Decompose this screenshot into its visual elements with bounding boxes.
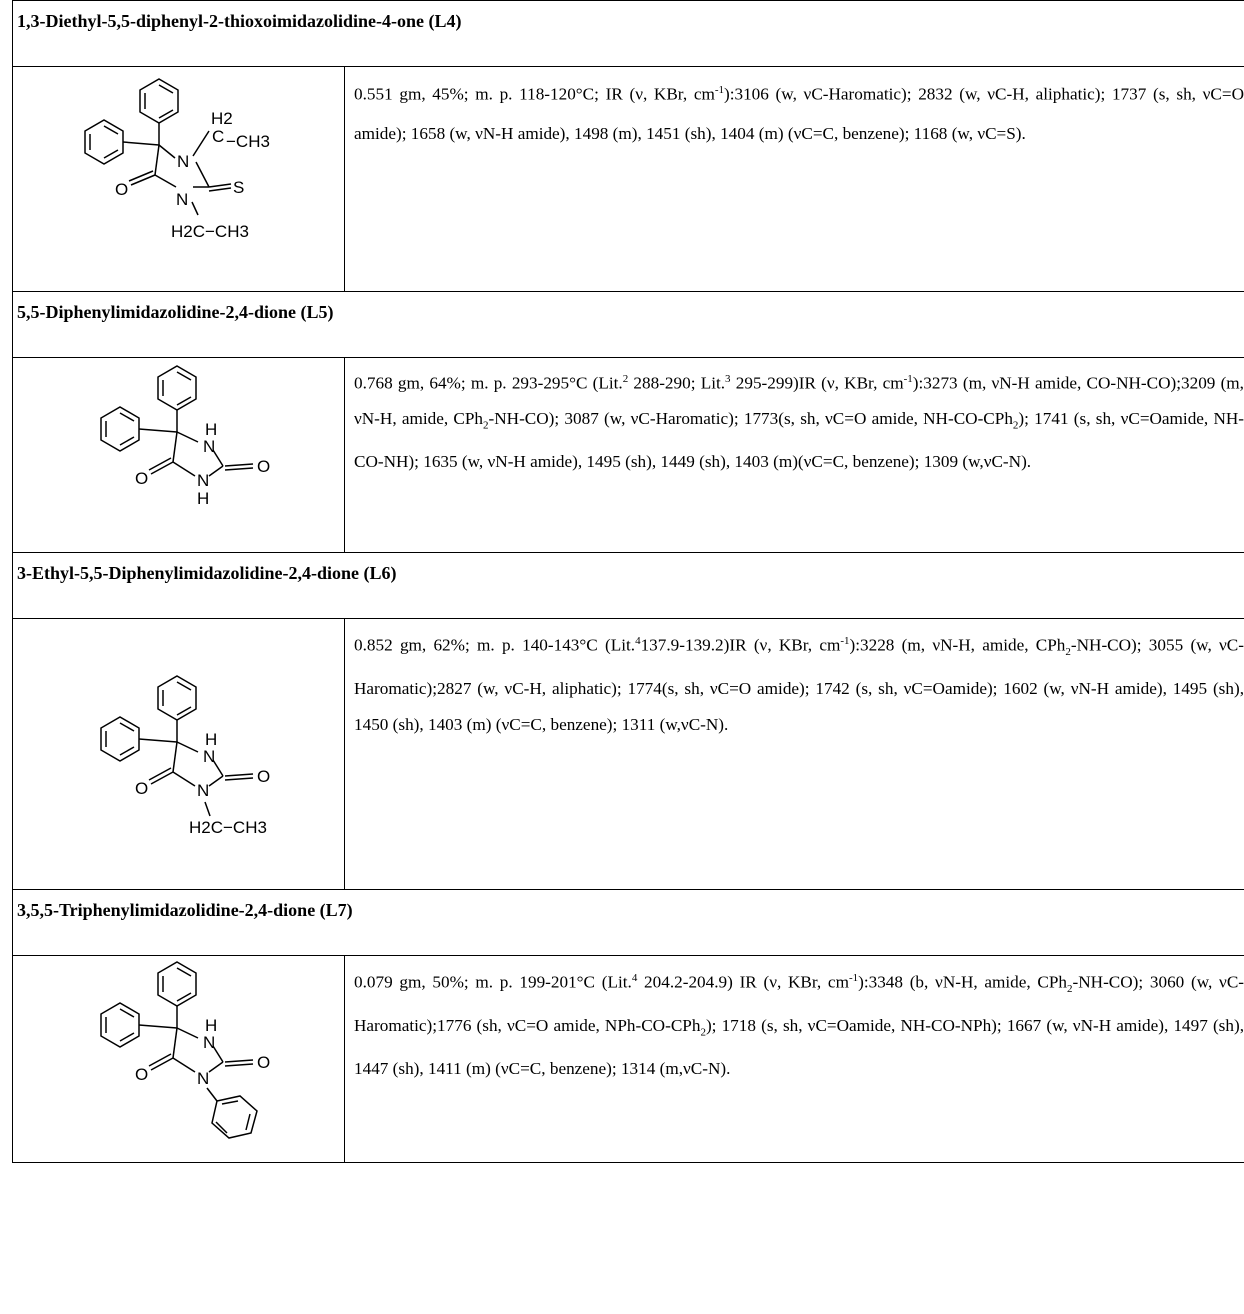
structure-cell-l5: H N O N H O bbox=[12, 357, 345, 553]
phenyl-ring bbox=[100, 716, 140, 762]
structure-label: H2C−CH3 bbox=[171, 222, 249, 241]
structure-label: O bbox=[135, 1065, 148, 1084]
structure-l7: H N O N O bbox=[100, 961, 270, 1139]
ir-description: 0.768 gm, 64%; m. p. 293-295°C (Lit.2 28… bbox=[354, 373, 1244, 472]
description-cell-l4: 0.551 gm, 45%; m. p. 118-120°C; IR (ν, K… bbox=[344, 66, 1244, 292]
structure-label: N bbox=[177, 152, 189, 171]
structure-l5: H N O N H O bbox=[100, 365, 270, 508]
structure-cell-l6: H N O N O H2C−CH3 bbox=[12, 618, 345, 890]
structure-cell-l4: H2 C −CH3 N S N O H2C−CH3 bbox=[12, 66, 345, 292]
structure-label: C bbox=[212, 127, 224, 146]
compound-title: 3-Ethyl-5,5-Diphenylimidazolidine-2,4-di… bbox=[17, 563, 397, 583]
compound-header-l5: 5,5-Diphenylimidazolidine-2,4-dione (L5) bbox=[12, 291, 1244, 358]
structure-label: N bbox=[197, 781, 209, 800]
structure-label: O bbox=[257, 767, 270, 786]
phenyl-ring bbox=[84, 119, 124, 165]
phenyl-ring bbox=[100, 406, 140, 452]
compound-title: 1,3-Diethyl-5,5-diphenyl-2-thioxoimidazo… bbox=[17, 11, 462, 31]
structure-label: N bbox=[197, 471, 209, 490]
structure-label: N bbox=[176, 190, 188, 209]
description-cell-l5: 0.768 gm, 64%; m. p. 293-295°C (Lit.2 28… bbox=[344, 357, 1244, 553]
structure-label: H bbox=[205, 420, 217, 439]
compound-header-l4: 1,3-Diethyl-5,5-diphenyl-2-thioxoimidazo… bbox=[12, 0, 1244, 67]
compound-table: 1,3-Diethyl-5,5-diphenyl-2-thioxoimidazo… bbox=[12, 0, 1244, 1163]
structure-label: H bbox=[205, 1016, 217, 1035]
compound-title: 5,5-Diphenylimidazolidine-2,4-dione (L5) bbox=[17, 302, 334, 322]
structure-label: H bbox=[205, 730, 217, 749]
description-cell-l6: 0.852 gm, 62%; m. p. 140-143°C (Lit.4137… bbox=[344, 618, 1244, 890]
structure-label: O bbox=[135, 779, 148, 798]
structure-label: N bbox=[197, 1069, 209, 1088]
ir-description: 0.852 gm, 62%; m. p. 140-143°C (Lit.4137… bbox=[354, 635, 1244, 735]
phenyl-ring bbox=[211, 1095, 258, 1139]
structure-cell-l7: H N O N O bbox=[12, 955, 345, 1163]
structure-label: N bbox=[203, 1033, 215, 1052]
structure-label: H2C−CH3 bbox=[189, 818, 267, 837]
compound-header-l6: 3-Ethyl-5,5-Diphenylimidazolidine-2,4-di… bbox=[12, 552, 1244, 619]
structure-label: −CH3 bbox=[226, 132, 270, 151]
structure-label: H2 bbox=[211, 109, 233, 128]
structure-label: N bbox=[203, 747, 215, 766]
ir-description: 0.551 gm, 45%; m. p. 118-120°C; IR (ν, K… bbox=[354, 84, 1244, 143]
structure-label: O bbox=[257, 1053, 270, 1072]
compound-header-l7: 3,5,5-Triphenylimidazolidine-2,4-dione (… bbox=[12, 889, 1244, 956]
ir-description: 0.079 gm, 50%; m. p. 199-201°C (Lit.4 20… bbox=[354, 972, 1244, 1078]
structure-label: S bbox=[233, 178, 244, 197]
structure-label: O bbox=[115, 180, 128, 199]
compound-title: 3,5,5-Triphenylimidazolidine-2,4-dione (… bbox=[17, 900, 353, 920]
phenyl-ring bbox=[100, 1002, 140, 1048]
structure-l4: H2 C −CH3 N S N O H2C−CH3 bbox=[84, 78, 270, 241]
structure-l6: H N O N O H2C−CH3 bbox=[100, 675, 270, 837]
description-cell-l7: 0.079 gm, 50%; m. p. 199-201°C (Lit.4 20… bbox=[344, 955, 1244, 1163]
structure-label: N bbox=[203, 437, 215, 456]
structure-label: H bbox=[197, 489, 209, 508]
structure-label: O bbox=[135, 469, 148, 488]
structure-label: O bbox=[257, 457, 270, 476]
